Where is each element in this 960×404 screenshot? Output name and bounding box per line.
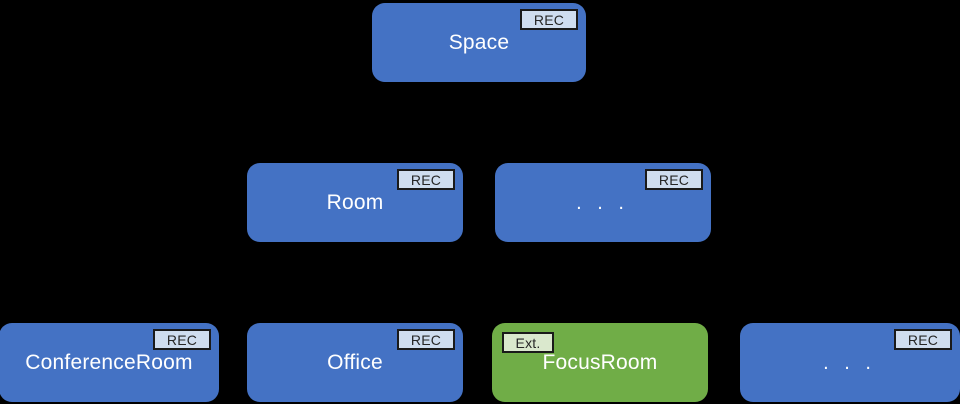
connector-room-to-conference-room [107, 240, 357, 325]
node-space-label: Space [448, 31, 510, 54]
node-focus-room[interactable]: FocusRoom Ext. [492, 323, 708, 402]
node-leaf-ellipsis-label: . . . [823, 351, 876, 374]
connector-room-to-focus-room [353, 240, 602, 325]
node-office-label: Office [327, 351, 383, 374]
badge-rec-space[interactable]: REC [520, 9, 578, 30]
badge-ext-focus-room[interactable]: Ext. [502, 332, 554, 353]
badge-rec-room[interactable]: REC [397, 169, 455, 190]
connector-space-to-room-ellipsis [477, 80, 605, 165]
badge-rec-leaf-ellipsis[interactable]: REC [894, 329, 952, 350]
node-room[interactable]: Room REC [247, 163, 463, 242]
node-conference-room-label: ConferenceRoom [25, 351, 193, 374]
connector-space-to-room [353, 80, 481, 165]
badge-rec-room-ellipsis[interactable]: REC [645, 169, 703, 190]
node-leaf-ellipsis[interactable]: . . . REC [740, 323, 960, 402]
badge-rec-office[interactable]: REC [397, 329, 455, 350]
node-focus-room-label: FocusRoom [542, 351, 658, 374]
node-room-ellipsis[interactable]: . . . REC [495, 163, 711, 242]
node-room-ellipsis-label: . . . [576, 191, 629, 214]
badge-rec-conference-room[interactable]: REC [153, 329, 211, 350]
node-space[interactable]: Space REC [372, 3, 586, 82]
node-office[interactable]: Office REC [247, 323, 463, 402]
node-room-label: Room [326, 191, 384, 214]
node-conference-room[interactable]: ConferenceRoom REC [0, 323, 219, 402]
connector-room-to-leaf-ellipsis [353, 240, 852, 325]
